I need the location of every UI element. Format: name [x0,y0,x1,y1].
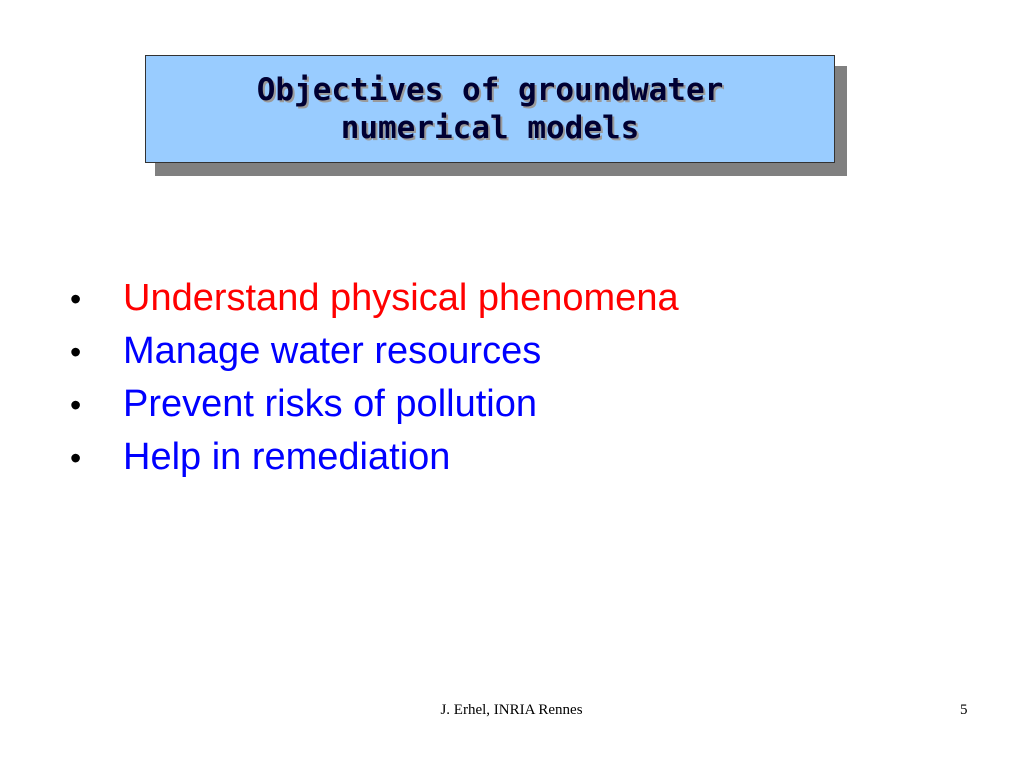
bullet-icon: • [70,334,82,370]
list-item-text: Prevent risks of pollution [123,383,537,425]
footer-author: J. Erhel, INRIA Rennes [440,702,583,718]
bullet-icon: • [70,281,82,317]
slide-title-box: Objectives of groundwater numerical mode… [145,55,835,163]
list-item: • Understand physical phenomena [70,272,679,325]
list-item-text: Manage water resources [123,330,542,372]
page-number: 5 [960,702,968,718]
objectives-list: • Understand physical phenomena • Manage… [70,272,679,484]
list-item: • Manage water resources [70,325,679,378]
slide-title-line-1: Objectives of groundwater [256,72,724,108]
list-item-text: Help in remediation [123,436,451,478]
bullet-icon: • [70,387,82,423]
bullet-icon: • [70,440,82,476]
list-item-text: Understand physical phenomena [123,277,679,319]
list-item: • Prevent risks of pollution [70,378,679,431]
slide-title-line-2: numerical models [340,110,640,146]
list-item: • Help in remediation [70,431,679,484]
